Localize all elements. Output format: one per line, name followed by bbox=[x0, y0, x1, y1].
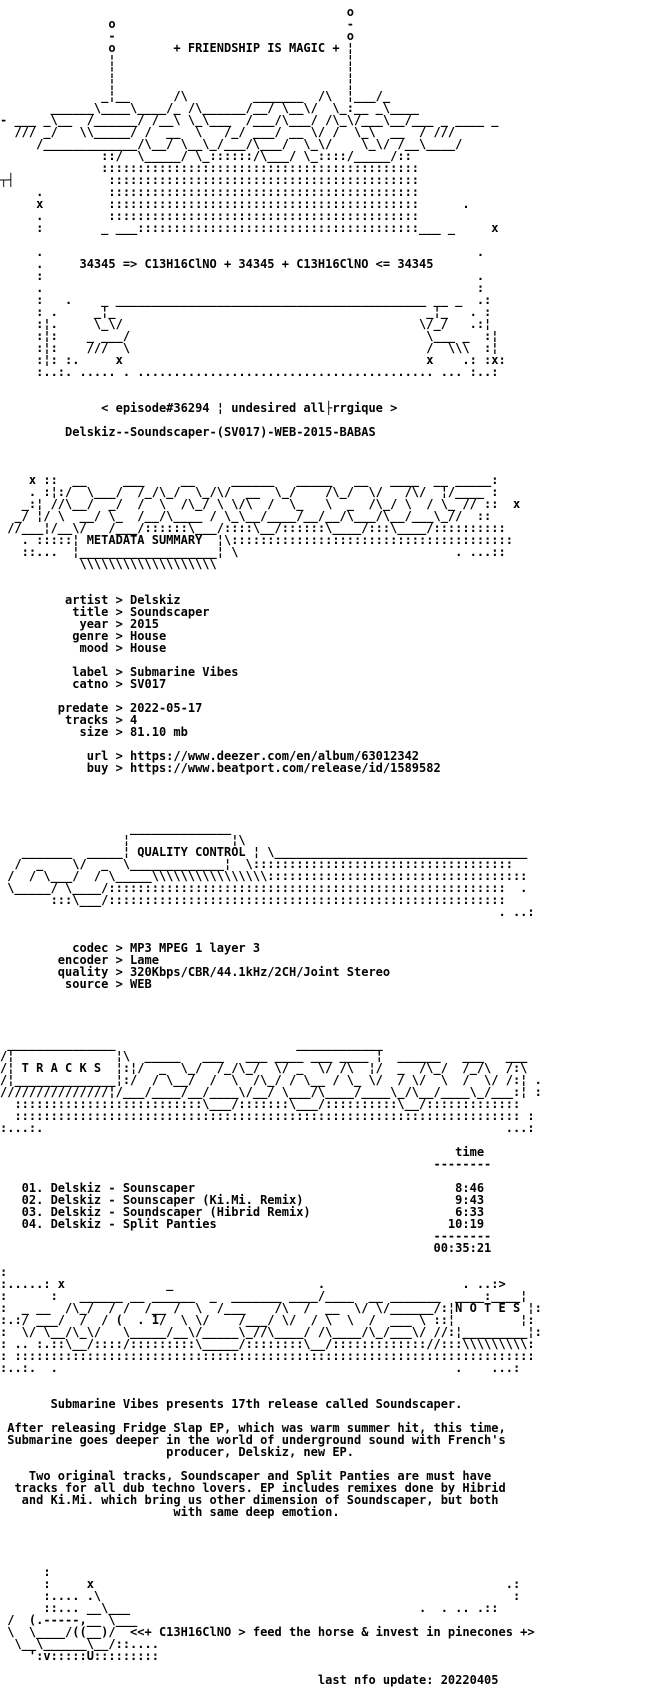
quality-quality: quality > 320Kbps/CBR/44.1kHz/2CH/Joint … bbox=[0, 965, 391, 979]
notes-text: Submarine Vibes presents 17th release ca… bbox=[0, 1398, 542, 1518]
notes-paragraph-2-line: producer, Delskiz, new EP. bbox=[0, 1445, 355, 1459]
track-total-rule: -------- bbox=[0, 1229, 492, 1243]
last-update: last nfo update: 20220405 bbox=[0, 1673, 499, 1687]
track-time-rule: -------- bbox=[0, 1157, 492, 1171]
metadata-title: title > Soundscaper bbox=[0, 605, 210, 619]
quality-banner-ascii-art: ______________ ¦ ¦\ _______ _____¦ QUALI… bbox=[7, 821, 535, 919]
notes-paragraph-3-line: with same deep emotion. bbox=[0, 1505, 340, 1519]
quality-encoder: encoder > Lame bbox=[0, 953, 159, 967]
notes-banner-ascii-art: : :.....: x _ . . ..:> : : ______ __ ___… bbox=[0, 1265, 542, 1375]
metadata-url: url > https://www.deezer.com/en/album/63… bbox=[0, 749, 420, 763]
metadata-tracks: tracks > 4 bbox=[0, 713, 138, 727]
notes-paragraph-3-line: Two original tracks, Soundscaper and Spl… bbox=[0, 1469, 492, 1483]
spacer bbox=[0, 774, 542, 786]
spacer bbox=[0, 990, 542, 1002]
track-item: 03. Delskiz - Soundscaper (Hibrid Remix)… bbox=[0, 1205, 485, 1219]
track-item: 02. Delskiz - Sounscaper (Ki.Mi. Remix) … bbox=[0, 1193, 485, 1207]
quality-source: source > WEB bbox=[0, 977, 152, 991]
metadata-catno: catno > SV017 bbox=[0, 677, 167, 691]
metadata-size: size > 81.10 mb bbox=[0, 725, 188, 739]
notes-paragraph-2-line: Submarine goes deeper in the world of un… bbox=[0, 1433, 506, 1447]
notes-paragraph-1: Submarine Vibes presents 17th release ca… bbox=[0, 1397, 463, 1411]
quality-list: codec > MP3 MPEG 1 layer 3 encoder > Lam… bbox=[0, 942, 542, 1002]
metadata-label: label > Submarine Vibes bbox=[0, 665, 239, 679]
metadata-buy: buy > https://www.beatport.com/release/i… bbox=[0, 761, 441, 775]
metadata-mood: mood > House bbox=[0, 641, 167, 655]
footer-ascii-art: : : x .: :.... .\ : ::... __\___ bbox=[7, 1565, 535, 1663]
notes-paragraph-2-line: After releasing Fridge Slap EP, which wa… bbox=[0, 1421, 506, 1435]
header-ascii-art: o o - - o o + FRIENDSHIP IS MAGIC + ¦ ¦ bbox=[0, 5, 506, 439]
notes-paragraph-3-line: tracks for all dub techno lovers. EP inc… bbox=[0, 1481, 506, 1495]
metadata-year: year > 2015 bbox=[0, 617, 159, 631]
nfo-document: o o - - o o + FRIENDSHIP IS MAGIC + ¦ ¦ bbox=[0, 5, 542, 1687]
track-total: 00:35:21 bbox=[0, 1241, 492, 1255]
metadata-genre: genre > House bbox=[0, 629, 167, 643]
quality-codec: codec > MP3 MPEG 1 layer 3 bbox=[0, 941, 261, 955]
metadata-predate: predate > 2022-05-17 bbox=[0, 701, 203, 715]
track-item: 01. Delskiz - Sounscaper 8:46 bbox=[0, 1181, 485, 1195]
track-item: 04. Delskiz - Split Panties 10:19 bbox=[0, 1217, 485, 1231]
metadata-banner-ascii-art: x :: __ ___ __ ______ _____ __ ____ __ _… bbox=[7, 473, 521, 571]
metadata-artist: artist > Delskiz bbox=[0, 593, 181, 607]
notes-paragraph-3-line: and Ki.Mi. which bring us other dimensio… bbox=[0, 1493, 499, 1507]
tracks-banner-ascii-art: _______________ ____________ /¦ ¦\ _____… bbox=[0, 1037, 542, 1135]
metadata-list: artist > Delskiz title > Soundscaper yea… bbox=[0, 594, 542, 786]
track-list: time -------- 01. Delskiz - Sounscaper 8… bbox=[0, 1146, 542, 1254]
track-time-header: time bbox=[0, 1145, 485, 1159]
